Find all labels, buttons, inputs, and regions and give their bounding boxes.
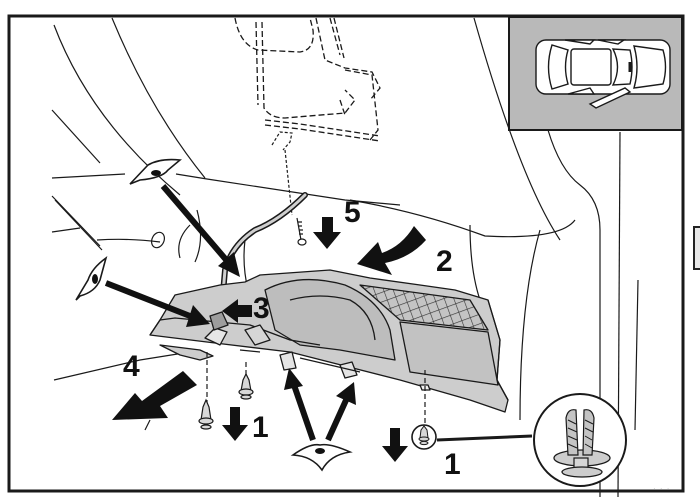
clip-detail-callout <box>436 393 627 487</box>
step-label-1-right: 1 <box>444 448 461 481</box>
view-direction-eye-icon <box>290 443 353 472</box>
step-label-4: 4 <box>123 350 140 383</box>
step-arrow-1-left <box>222 407 248 441</box>
step-label-3: 3 <box>253 292 270 325</box>
side-tab-edge <box>693 226 700 270</box>
trim-clip-icon <box>411 424 437 450</box>
vehicle-location-inset <box>508 16 683 131</box>
clip-drop-lines <box>206 352 426 425</box>
step-arrow-4 <box>112 371 197 420</box>
step-arrow-3 <box>222 299 252 323</box>
step-label-1-left: 1 <box>252 411 269 444</box>
screw-icon <box>296 217 307 246</box>
step-label-5: 5 <box>344 196 361 229</box>
removed-component-ghost <box>234 17 381 142</box>
ghost-bracket <box>271 131 293 216</box>
watermark: · · · <box>653 484 671 493</box>
view-direction-eye-icon <box>75 256 108 301</box>
trim-clip-icon <box>198 398 214 430</box>
step-arrow-1-right <box>382 428 408 462</box>
car-top-view-icon <box>535 39 671 109</box>
trim-clip-icon <box>238 372 254 400</box>
step-label-2: 2 <box>436 245 453 278</box>
pointer-arrows <box>104 184 356 442</box>
view-direction-eye-icon <box>129 158 182 185</box>
step-arrow-2 <box>357 226 426 275</box>
step-arrow-5 <box>313 217 341 249</box>
